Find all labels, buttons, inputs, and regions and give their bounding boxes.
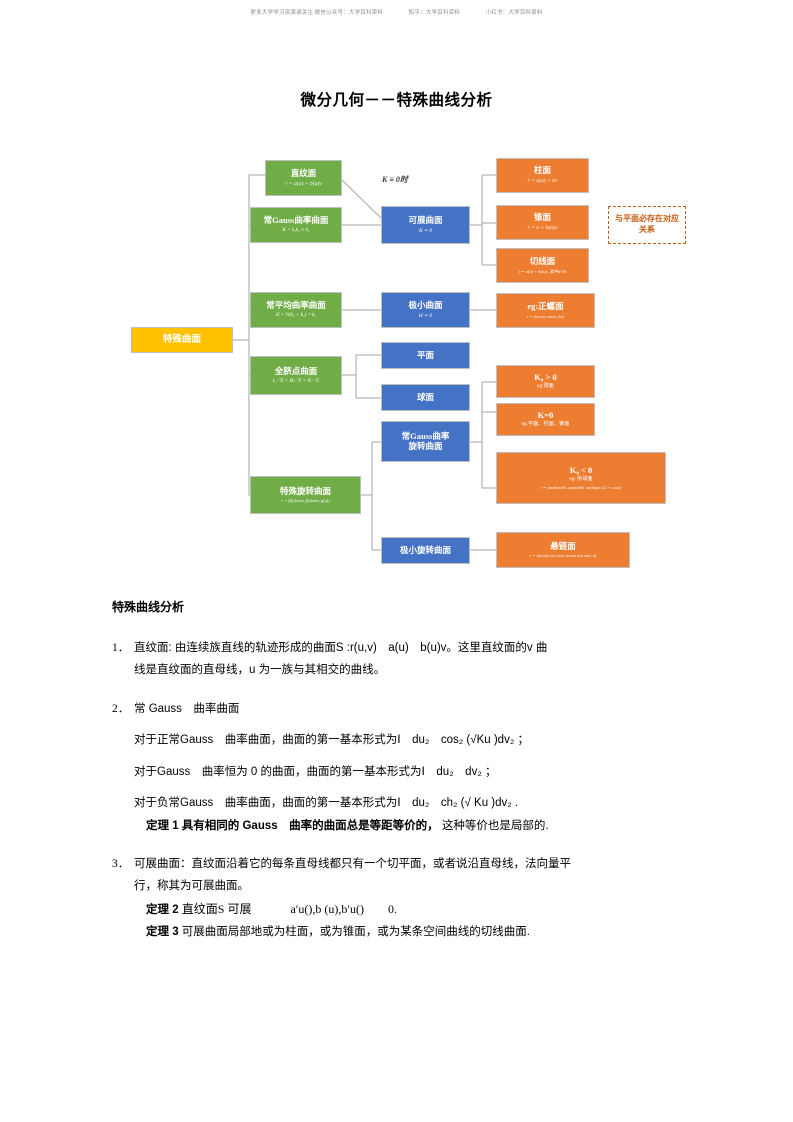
node-formula: r = a + b(u)v bbox=[527, 225, 558, 232]
theorem-remark: 这种等价也是局部的. bbox=[441, 819, 549, 832]
node-label: K₀ > 0 bbox=[534, 371, 557, 382]
node-developable-surface[interactable]: 可展曲面 K ≡ 0 bbox=[381, 206, 470, 244]
node-cylinder[interactable]: 柱面 r = a(u) + bv bbox=[496, 158, 589, 193]
node-gauss-zero[interactable]: K=0 eg:平面、柱面、锥面 bbox=[496, 403, 595, 436]
item-subline: 对于Gauss 曲率恒为 0 的曲面，曲面的第一基本形式为Ⅰ du₂ dv₂ ； bbox=[134, 765, 497, 778]
item-line: 直纹面: 由连续族直线的轨迹形成的曲面S :r(u,v) a(u) b(u)v。… bbox=[134, 642, 548, 654]
node-label: 特殊旋转曲面 bbox=[279, 485, 331, 496]
node-formula: L／E = M／F = N／G bbox=[272, 378, 320, 384]
list-item-1: 1． 直纹面: 由连续族直线的轨迹形成的曲面S :r(u,v) a(u) b(u… bbox=[112, 637, 690, 682]
theorem-statement: 可展曲面局部地或为柱面，或为锥面，或为某条空间曲线的切线曲面. bbox=[181, 926, 530, 939]
node-catenoid[interactable]: 悬链面 r = (acosh u/a cosv, acosh u/a sinv,… bbox=[496, 532, 630, 568]
item-line: 线是直纹面的直母线，u 为一族与其相交的曲线。 bbox=[134, 664, 386, 677]
section-heading: 特殊曲线分析 bbox=[112, 600, 185, 614]
node-subtext: eg:球面 bbox=[537, 383, 554, 390]
mindmap-diagram: 特殊曲面 直纹面 r = a(u) + b(u)v 常Gauss曲率曲面 K =… bbox=[0, 150, 793, 580]
item-number: 3． bbox=[112, 857, 130, 870]
node-constant-gauss-revolution-surface[interactable]: 常Gauss曲率 旋转曲面 bbox=[381, 421, 470, 462]
node-formula: r = a(u) + b(u)v bbox=[285, 180, 322, 187]
node-cone[interactable]: 锥面 r = a + b(u)v bbox=[496, 205, 589, 240]
item-title: 常 Gauss 曲率曲面 bbox=[134, 702, 240, 715]
node-label: 特殊曲面 bbox=[162, 334, 201, 345]
body-content: 特殊曲线分析 1． 直纹面: 由连续族直线的轨迹形成的曲面S :r(u,v) a… bbox=[112, 598, 690, 960]
node-sphere[interactable]: 球面 bbox=[381, 384, 470, 411]
node-formula: r = (acosh u/a cosv, acosh u/a sinv, u) bbox=[529, 553, 597, 559]
theorem-statement: 直纹面S 可展 a′u(),b (u),b′u() 0. bbox=[181, 901, 398, 916]
node-formula: r = (f(u)cosv, f(u)sinv, g(u)) bbox=[281, 498, 330, 504]
theorem-label: 定理 1 bbox=[146, 819, 179, 832]
note-plane-correspondence: 与平面必存在对应关系 bbox=[608, 206, 686, 244]
node-label: 球面 bbox=[416, 391, 434, 402]
node-right-helicoid[interactable]: eg:正螺面 r = (ucosv, usinv, bv) bbox=[496, 293, 595, 328]
node-formula: r = a(u) + b(u)v, 其中a′//b bbox=[518, 268, 567, 274]
node-label: 极小曲面 bbox=[408, 299, 443, 310]
node-gauss-positive[interactable]: K₀ > 0 eg:球面 bbox=[496, 365, 595, 398]
page-title: 微分几何－－特殊曲线分析 bbox=[300, 92, 493, 109]
node-label: K=0 bbox=[537, 409, 554, 420]
theorem-1: 定理 1 具有相同的 Gauss 曲率的曲面总是等距等价的， 这种等价也是局部的… bbox=[112, 815, 690, 837]
node-label: eg:正螺面 bbox=[527, 301, 564, 312]
node-minimal-revolution-surface[interactable]: 极小旋转曲面 bbox=[381, 537, 470, 564]
theorem-statement: 具有相同的 Gauss 曲率的曲面总是等距等价的， bbox=[181, 819, 439, 832]
item-line: 可展曲面：直纹面沿着它的每条直母线都只有一个切平面，或者说沿直母线，法向量平 bbox=[134, 857, 571, 870]
node-label: K₀ < 0 bbox=[569, 464, 593, 475]
node-special-revolution-surface[interactable]: 特殊旋转曲面 r = (f(u)cosv, f(u)sinv, g(u)) bbox=[250, 476, 361, 514]
node-formula: r = (asintcosθ, asintsinθ, ±a(lntan t/2 … bbox=[540, 485, 622, 491]
item-number: 2． bbox=[112, 702, 130, 715]
node-label: 悬链面 bbox=[550, 540, 576, 551]
theorem-2: 定理 2 直纹面S 可展 a′u(),b (u),b′u() 0. bbox=[112, 898, 690, 921]
header-text-1: 更多大学学习资源请关注 微信公众号：大学百科资料 bbox=[250, 10, 384, 16]
node-subtext: eg: 伪球面 bbox=[569, 476, 593, 483]
node-formula: K = k₁k₂ ≡ k₀ bbox=[282, 228, 310, 233]
node-tangent-surface[interactable]: 切线面 r = a(u) + b(u)v, 其中a′//b bbox=[496, 248, 589, 283]
node-label: 可展曲面 bbox=[408, 214, 443, 225]
node-constant-mean-curvature-surface[interactable]: 常平均曲率曲面 H = ½(k₁ + k₂) = k₀ bbox=[250, 292, 342, 328]
list-item-3: 3． 可展曲面：直纹面沿着它的每条直母线都只有一个切平面，或者说沿直母线，法向量… bbox=[112, 853, 690, 944]
theorem-3: 定理 3 可展曲面局部地或为柱面，或为锥面，或为某条空间曲线的切线曲面. bbox=[112, 921, 690, 943]
node-total-umbilic-surface[interactable]: 全脐点曲面 L／E = M／F = N／G bbox=[250, 356, 342, 395]
node-ruled-surface[interactable]: 直纹面 r = a(u) + b(u)v bbox=[265, 160, 342, 196]
edge-label-k-zero: K ≡ 0时 bbox=[382, 175, 408, 184]
node-formula: r = a(u) + bv bbox=[527, 178, 558, 185]
node-gauss-negative[interactable]: K₀ < 0 eg: 伪球面 r = (asintcosθ, asintsinθ… bbox=[496, 452, 666, 504]
node-label: 全脐点曲面 bbox=[274, 365, 318, 376]
item-subline: 对于负常Gauss 曲率曲面，曲面的第一基本形式为Ⅰ du₂ ch₂ (√ Ku… bbox=[134, 797, 519, 810]
node-label: 常平均曲率曲面 bbox=[266, 300, 326, 311]
header-text-3: 小红书：大学百科资料 bbox=[485, 10, 543, 16]
node-label: 锥面 bbox=[533, 212, 551, 223]
node-constant-gauss-curvature-surface[interactable]: 常Gauss曲率曲面 K = k₁k₂ ≡ k₀ bbox=[250, 207, 342, 243]
node-subtext: eg:平面、柱面、锥面 bbox=[521, 421, 570, 428]
header-text-2: 知乎：大学百科资料 bbox=[408, 10, 460, 16]
node-plane[interactable]: 平面 bbox=[381, 342, 470, 369]
item-line: 行，称其为可展曲面。 bbox=[134, 880, 249, 893]
item-number: 1． bbox=[112, 642, 130, 654]
node-formula: r = (ucosv, usinv, bv) bbox=[527, 313, 564, 319]
list-item-2: 2． 常 Gauss 曲率曲面 对于正常Gauss 曲率曲面，曲面的第一基本形式… bbox=[112, 698, 690, 837]
theorem-label: 定理 3 bbox=[146, 926, 179, 939]
node-special-surface-root[interactable]: 特殊曲面 bbox=[131, 327, 233, 353]
node-label: 切线面 bbox=[529, 256, 556, 267]
node-label: 常Gauss曲率曲面 bbox=[263, 215, 329, 226]
node-label: 平面 bbox=[416, 349, 434, 360]
node-label: 直纹面 bbox=[290, 167, 317, 178]
node-minimal-surface[interactable]: 极小曲面 H ≡ 0 bbox=[381, 292, 470, 328]
node-label: 常Gauss曲率 旋转曲面 bbox=[401, 430, 450, 451]
node-formula: H ≡ 0 bbox=[418, 312, 433, 319]
page-header-watermark: 更多大学学习资源请关注 微信公众号：大学百科资料 知乎：大学百科资料 小红书：大… bbox=[0, 8, 793, 16]
node-label: 柱面 bbox=[533, 165, 551, 176]
item-subline: 对于正常Gauss 曲率曲面，曲面的第一基本形式为Ⅰ du₂ cos₂ (√Ku… bbox=[134, 734, 529, 747]
node-formula: H = ½(k₁ + k₂) = k₀ bbox=[275, 313, 317, 318]
node-formula: K ≡ 0 bbox=[418, 227, 433, 234]
theorem-label: 定理 2 bbox=[146, 903, 179, 916]
node-label: 极小旋转曲面 bbox=[399, 544, 451, 555]
